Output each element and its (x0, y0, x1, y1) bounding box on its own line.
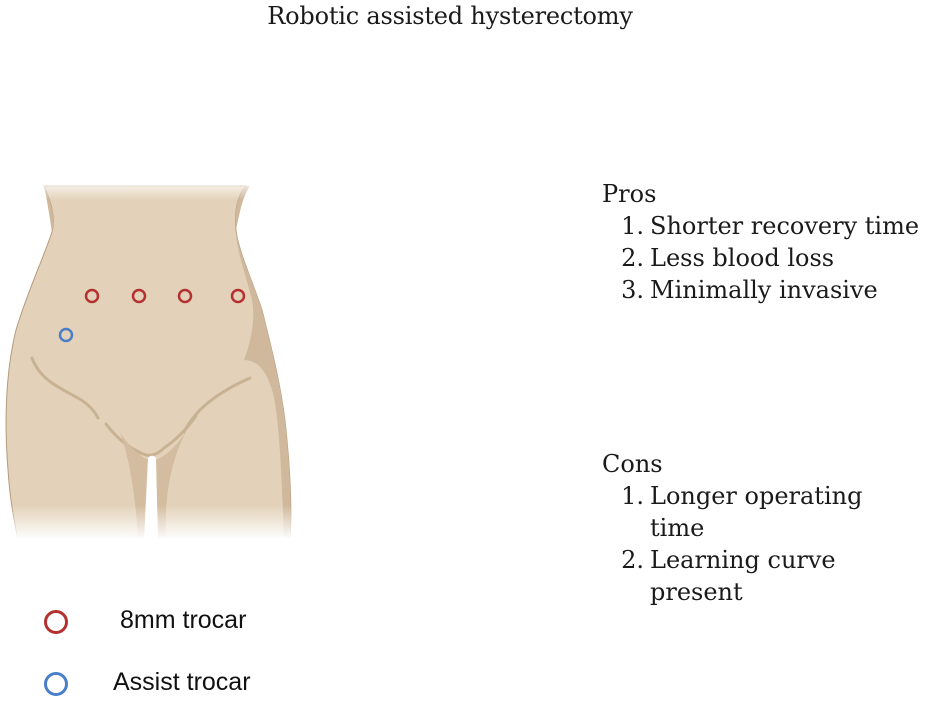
item-number: 2. (621, 546, 644, 574)
item-text: Minimally invasive (650, 276, 878, 304)
cons-section: Cons 1.Longer operating time 2.Learning … (602, 448, 892, 608)
item-number: 1. (621, 212, 644, 240)
item-text: Less blood loss (650, 244, 835, 272)
trocar-8mm-2 (131, 288, 147, 304)
legend-blue-ring-icon (44, 672, 68, 696)
legend-label-assist: Assist trocar (113, 668, 251, 696)
legend-red-ring-icon (44, 610, 68, 634)
item-number: 2. (621, 244, 644, 272)
pros-section: Pros 1.Shorter recovery time 2.Less bloo… (602, 178, 919, 306)
trocar-8mm-3 (177, 288, 193, 304)
pros-heading: Pros (602, 180, 657, 208)
item-number: 3. (621, 276, 644, 304)
pros-list: 1.Shorter recovery time 2.Less blood los… (602, 210, 919, 306)
item-text: Shorter recovery time (650, 212, 920, 240)
pros-item: 2.Less blood loss (602, 242, 919, 274)
item-number: 1. (621, 482, 644, 510)
cons-list: 1.Longer operating time 2.Learning curve… (602, 480, 892, 608)
cons-heading: Cons (602, 450, 663, 478)
trocar-assist (58, 327, 74, 343)
torso-illustration (0, 178, 300, 538)
item-text: Longer operating time (650, 482, 863, 542)
pros-item: 1.Shorter recovery time (602, 210, 919, 242)
trocar-8mm-1 (84, 288, 100, 304)
cons-item: 1.Longer operating time (602, 480, 892, 544)
item-text: Learning curve present (650, 546, 836, 606)
pros-item: 3.Minimally invasive (602, 274, 919, 306)
diagram-title: Robotic assisted hysterectomy (267, 2, 633, 30)
cons-item: 2.Learning curve present (602, 544, 892, 608)
legend-label-8mm: 8mm trocar (120, 606, 247, 634)
trocar-8mm-4 (230, 288, 246, 304)
